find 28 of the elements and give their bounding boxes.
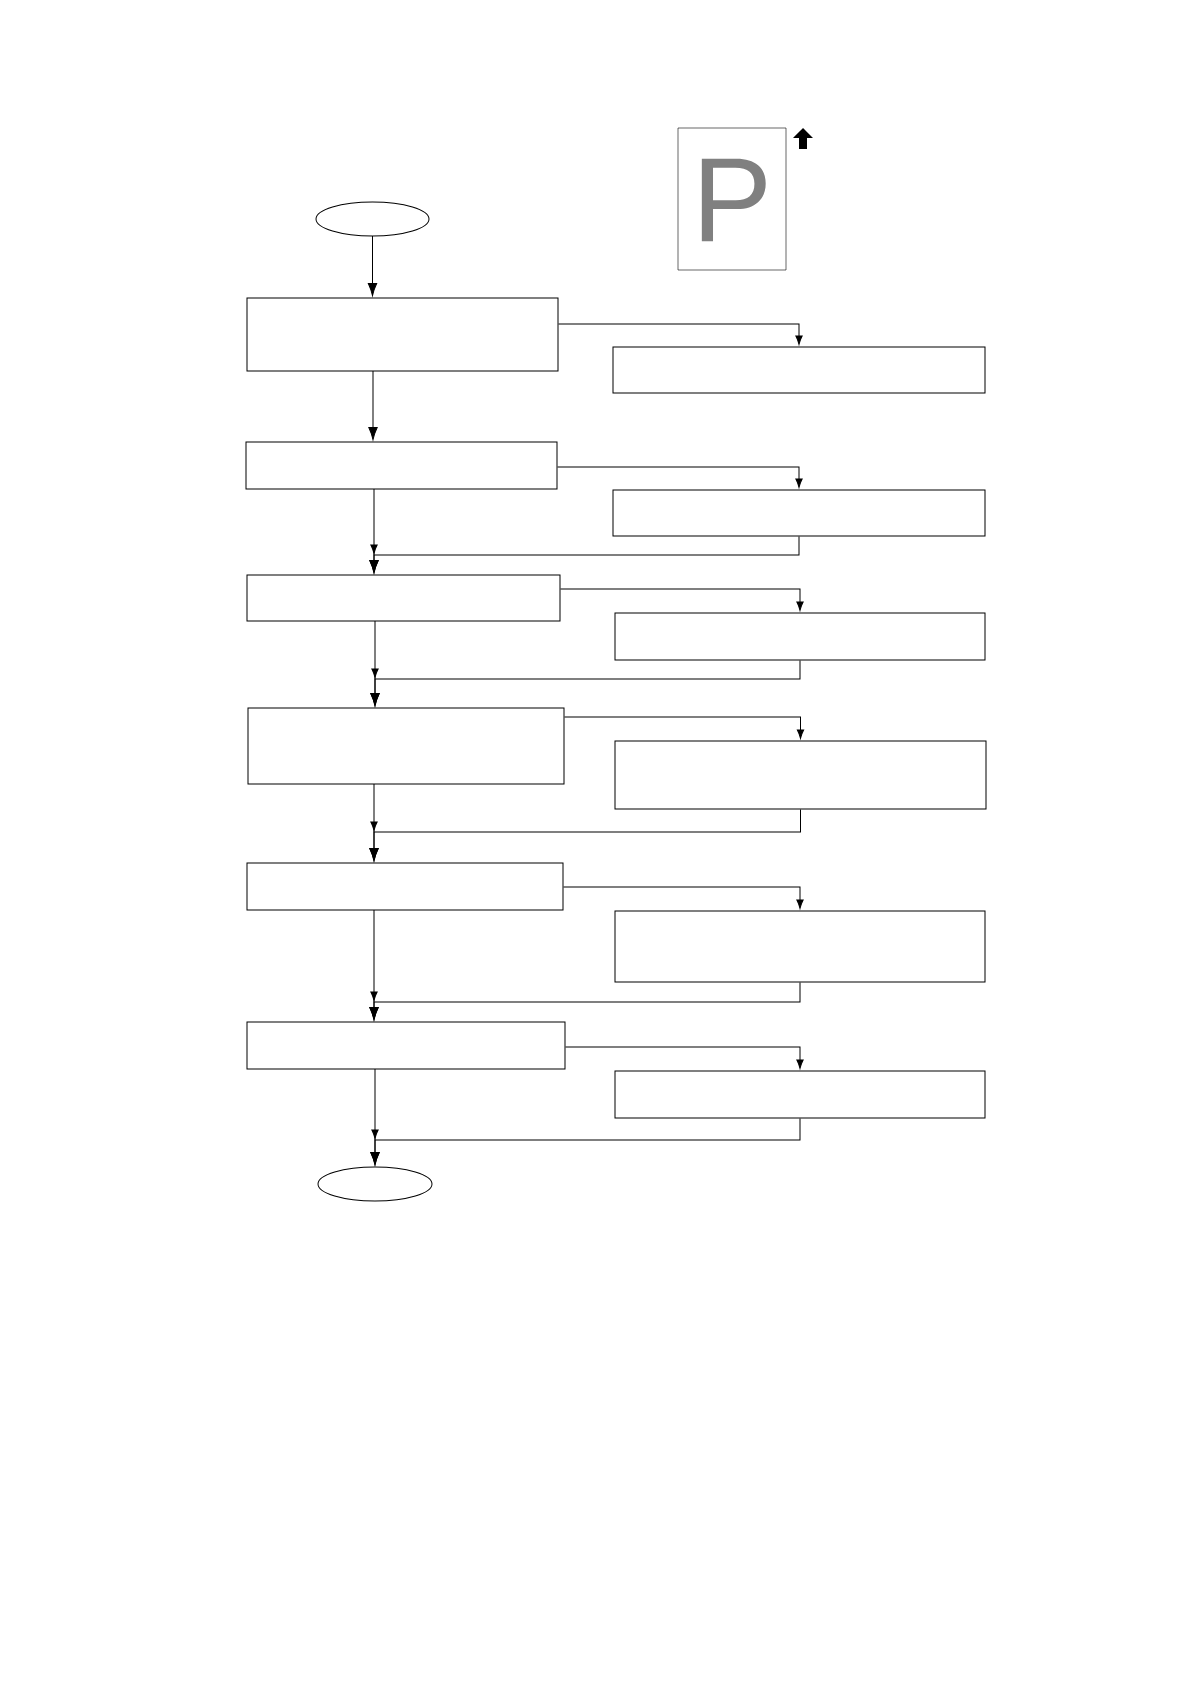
arrow: [557, 466, 803, 488]
process-box: [612, 346, 986, 394]
process-box: [614, 910, 986, 983]
arrow: [367, 235, 378, 297]
process-box: [246, 574, 561, 622]
arrow: [564, 716, 805, 739]
arrow: [370, 1118, 801, 1166]
terminal-ellipse: [315, 201, 430, 237]
arrow: [369, 809, 801, 862]
process-box: [614, 1070, 986, 1119]
arrow: [563, 886, 804, 909]
process-box: [246, 862, 564, 911]
arrow: [558, 323, 803, 345]
process-box: [247, 707, 565, 785]
process-box: [246, 297, 559, 372]
process-box: [614, 740, 987, 810]
arrow: [560, 588, 804, 611]
arrow: [370, 660, 801, 707]
process-box: [245, 441, 558, 490]
arrow: [369, 536, 800, 574]
arrow: [565, 1046, 804, 1069]
process-box: [246, 1021, 566, 1070]
terminal-ellipse: [317, 1166, 433, 1202]
process-box: [612, 489, 986, 537]
process-box: [614, 612, 986, 661]
arrow: [368, 370, 378, 441]
page-letter: P: [701, 158, 766, 242]
arrow: [369, 982, 801, 1021]
